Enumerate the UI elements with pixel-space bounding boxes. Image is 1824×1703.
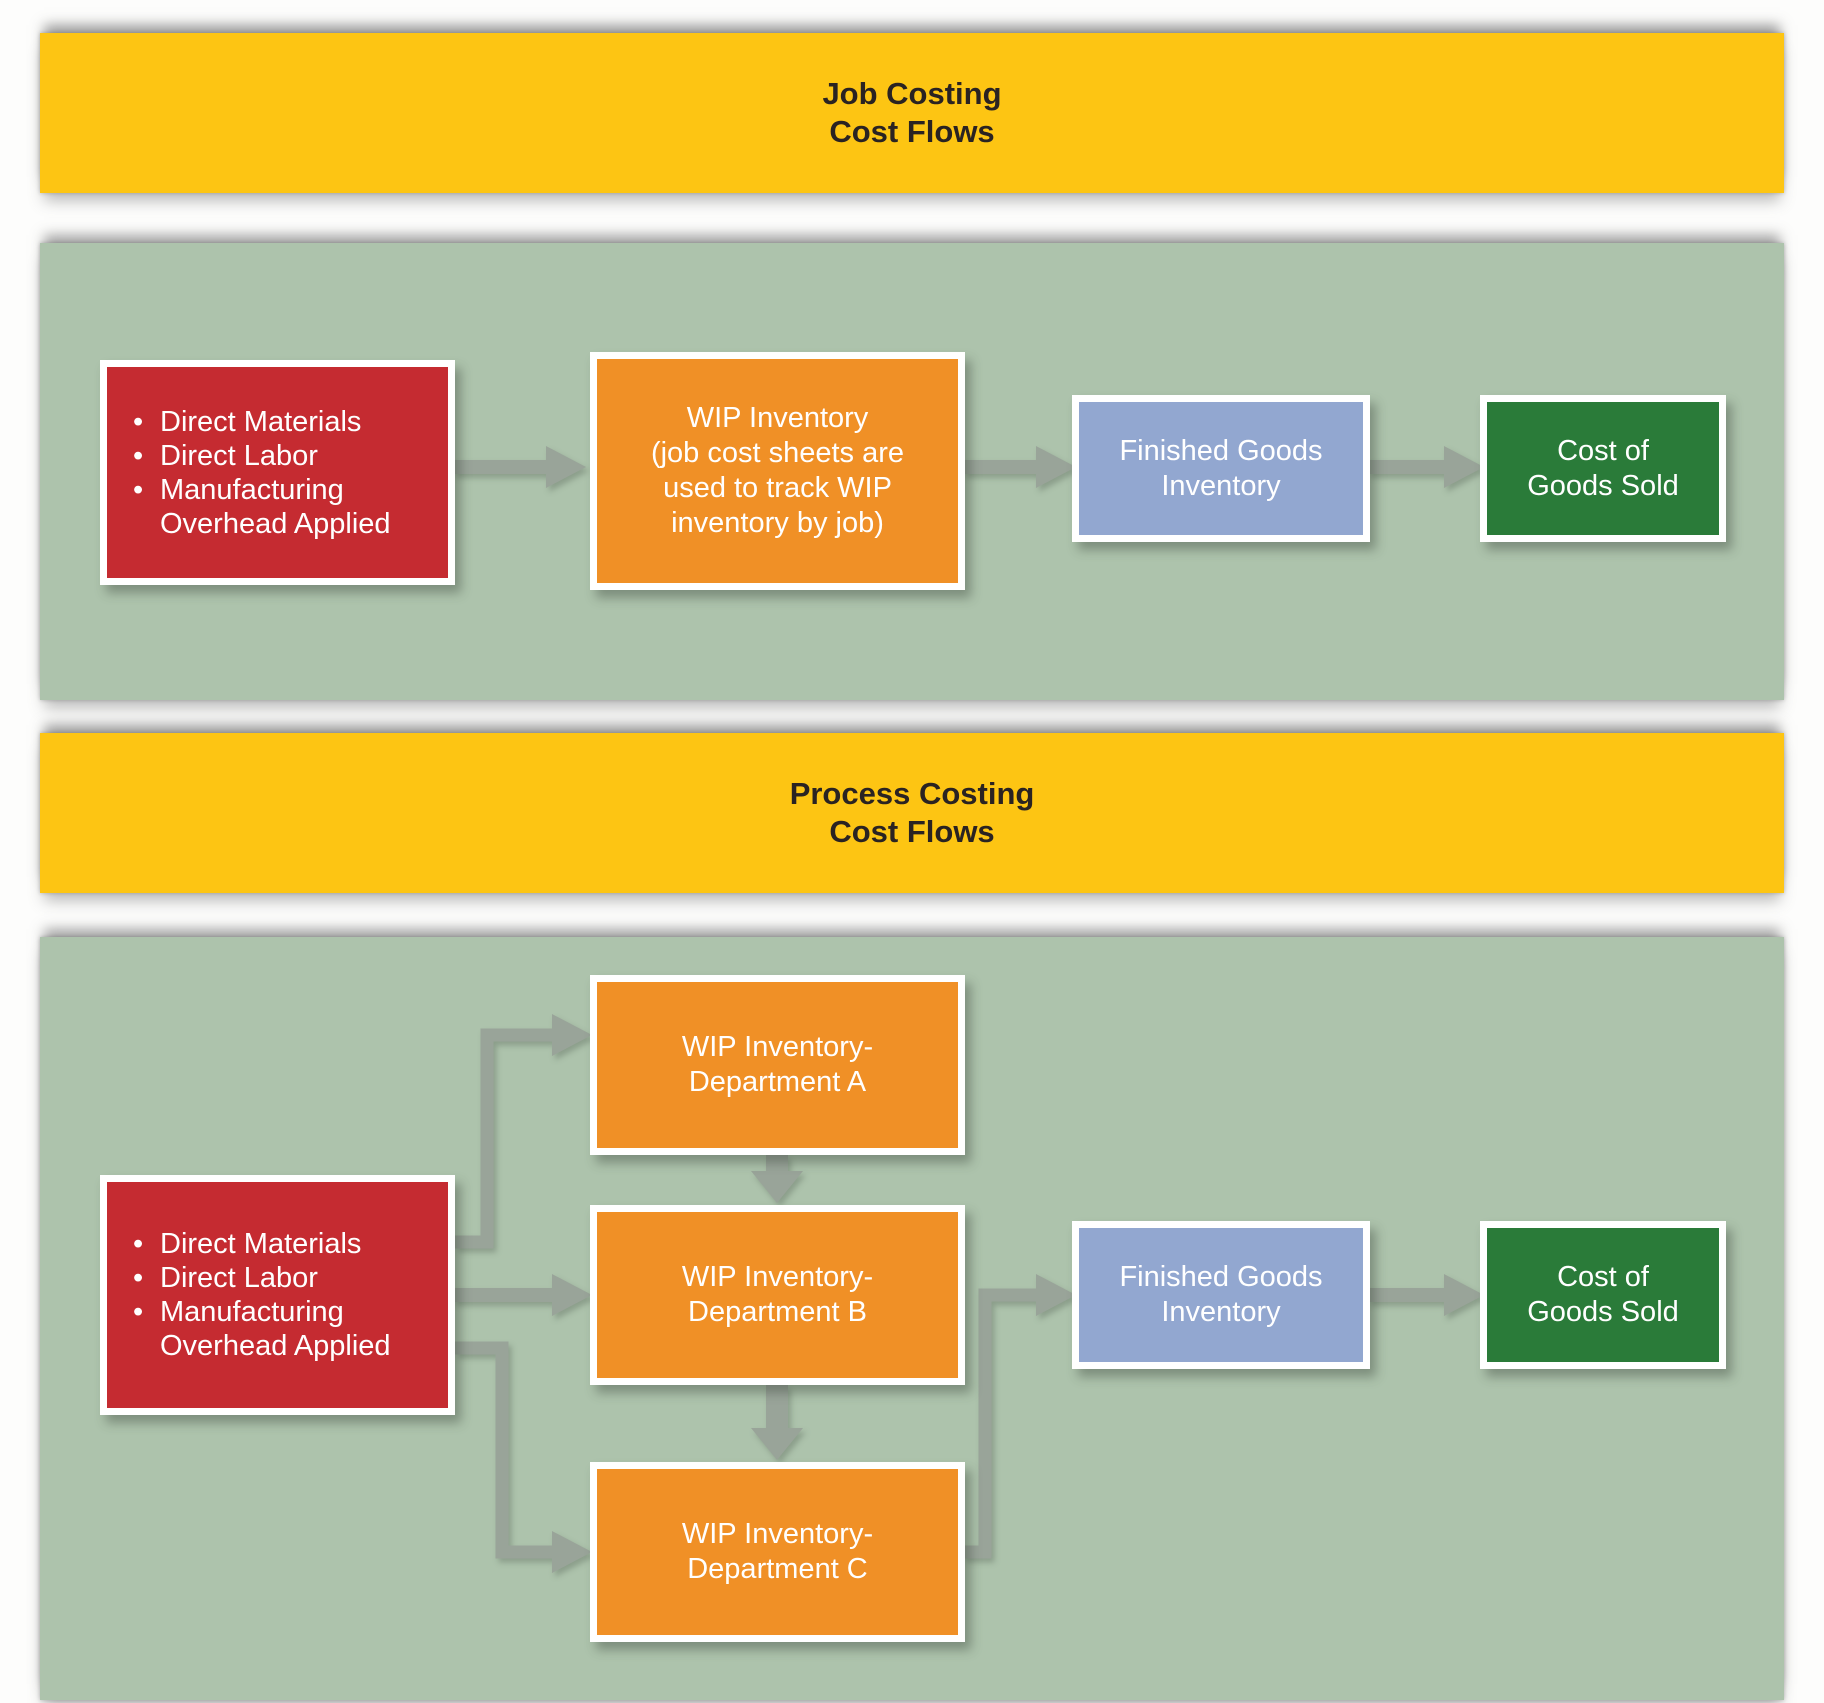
bullet-glyph: •: [133, 439, 144, 472]
input-item: • Direct Labor: [133, 1262, 318, 1294]
box-label-line: Goods Sold: [1527, 469, 1679, 502]
box-label-line: WIP Inventory-: [681, 1031, 874, 1063]
arrow-dept-c-to-finished-goods: [963, 1288, 1036, 1559]
arrow-inputs-to-dept-c: [455, 1341, 552, 1559]
job-costing-panel: • Direct Materials • Direct Labor • Manu…: [40, 243, 1784, 700]
arrow-inputs-to-dept-b: [453, 1274, 592, 1316]
bullet-glyph: •: [133, 1228, 144, 1260]
finished-goods-inventory-box: Finished Goods Inventory: [1072, 1221, 1370, 1369]
banner-line-1: Process Costing: [789, 776, 1035, 811]
process-costing-arrows: [453, 1014, 1484, 1573]
arrow-inputs-to-wip: [453, 446, 586, 488]
arrow-inputs-to-dept-a: [455, 1028, 552, 1249]
wip-dept-c-box: WIP Inventory- Department C: [590, 1462, 965, 1642]
banner-line-1: Job Costing: [822, 76, 1002, 111]
arrow-finished-goods-to-cogs: [1368, 1274, 1484, 1316]
box-label-line: WIP Inventory: [686, 402, 869, 434]
box-label-line: Department C: [687, 1553, 868, 1585]
banner-line-2: Cost Flows: [829, 114, 995, 149]
box-label-line: Cost of: [1557, 434, 1649, 467]
box-label-line: WIP Inventory-: [681, 1518, 874, 1550]
box-label-line: used to track WIP: [663, 472, 892, 504]
box-label-line: Inventory: [1161, 1296, 1281, 1328]
box-label-line: Cost of: [1557, 1261, 1649, 1293]
box-label-line: Goods Sold: [1527, 1296, 1679, 1328]
box-label-line: Finished Goods: [1119, 434, 1323, 467]
input-item: • Manufacturing Overhead Applied: [133, 1296, 391, 1362]
manufacturing-inputs-box: • Direct Materials • Direct Labor • Manu…: [100, 360, 455, 585]
input-item: • Manufacturing Overhead Applied: [133, 473, 391, 540]
wip-dept-b-box: WIP Inventory- Department B: [590, 1205, 965, 1385]
process-costing-banner: Process Costing Cost Flows: [40, 733, 1784, 893]
box-label-line: Inventory: [1161, 469, 1281, 502]
arrow-wip-to-finished-goods: [963, 446, 1076, 488]
bullet-glyph: •: [133, 1296, 144, 1328]
arrow-finished-goods-to-cogs: [1368, 446, 1484, 488]
process-costing-panel: • Direct Materials • Direct Labor • Manu…: [40, 937, 1784, 1700]
box-label-line: (job cost sheets are: [650, 437, 905, 469]
job-costing-arrows: [453, 446, 1484, 488]
arrow-dept-a-to-dept-b: [751, 1155, 803, 1203]
arrow-inputs-to-dept-c-head: [552, 1531, 592, 1573]
wip-inventory-box: WIP Inventory (job cost sheets are used …: [590, 352, 965, 590]
arrow-inputs-to-dept-a-head: [552, 1014, 592, 1056]
box-label-line: Finished Goods: [1119, 1261, 1323, 1293]
cost-of-goods-sold-box: Cost of Goods Sold: [1480, 1221, 1726, 1369]
box-label-line: Department A: [688, 1066, 867, 1098]
arrow-dept-b-to-dept-c: [751, 1385, 803, 1460]
wip-dept-a-box: WIP Inventory- Department A: [590, 975, 965, 1155]
box-label-line: inventory by job): [671, 507, 884, 539]
bullet-glyph: •: [133, 1262, 144, 1294]
input-item: • Direct Materials: [133, 405, 362, 438]
box-label-line: WIP Inventory-: [681, 1261, 874, 1293]
input-item: • Direct Labor: [133, 439, 318, 472]
input-item: • Direct Materials: [133, 1228, 362, 1260]
box-label-line: Department B: [688, 1296, 867, 1328]
bullet-glyph: •: [133, 473, 144, 506]
cost-of-goods-sold-box: Cost of Goods Sold: [1480, 395, 1726, 542]
banner-line-2: Cost Flows: [829, 814, 995, 849]
manufacturing-inputs-box: • Direct Materials • Direct Labor • Manu…: [100, 1175, 455, 1415]
bullet-glyph: •: [133, 405, 144, 438]
arrow-dept-c-to-finished-goods-head: [1036, 1274, 1076, 1316]
job-costing-banner: Job Costing Cost Flows: [40, 33, 1784, 193]
finished-goods-inventory-box: Finished Goods Inventory: [1072, 395, 1370, 542]
